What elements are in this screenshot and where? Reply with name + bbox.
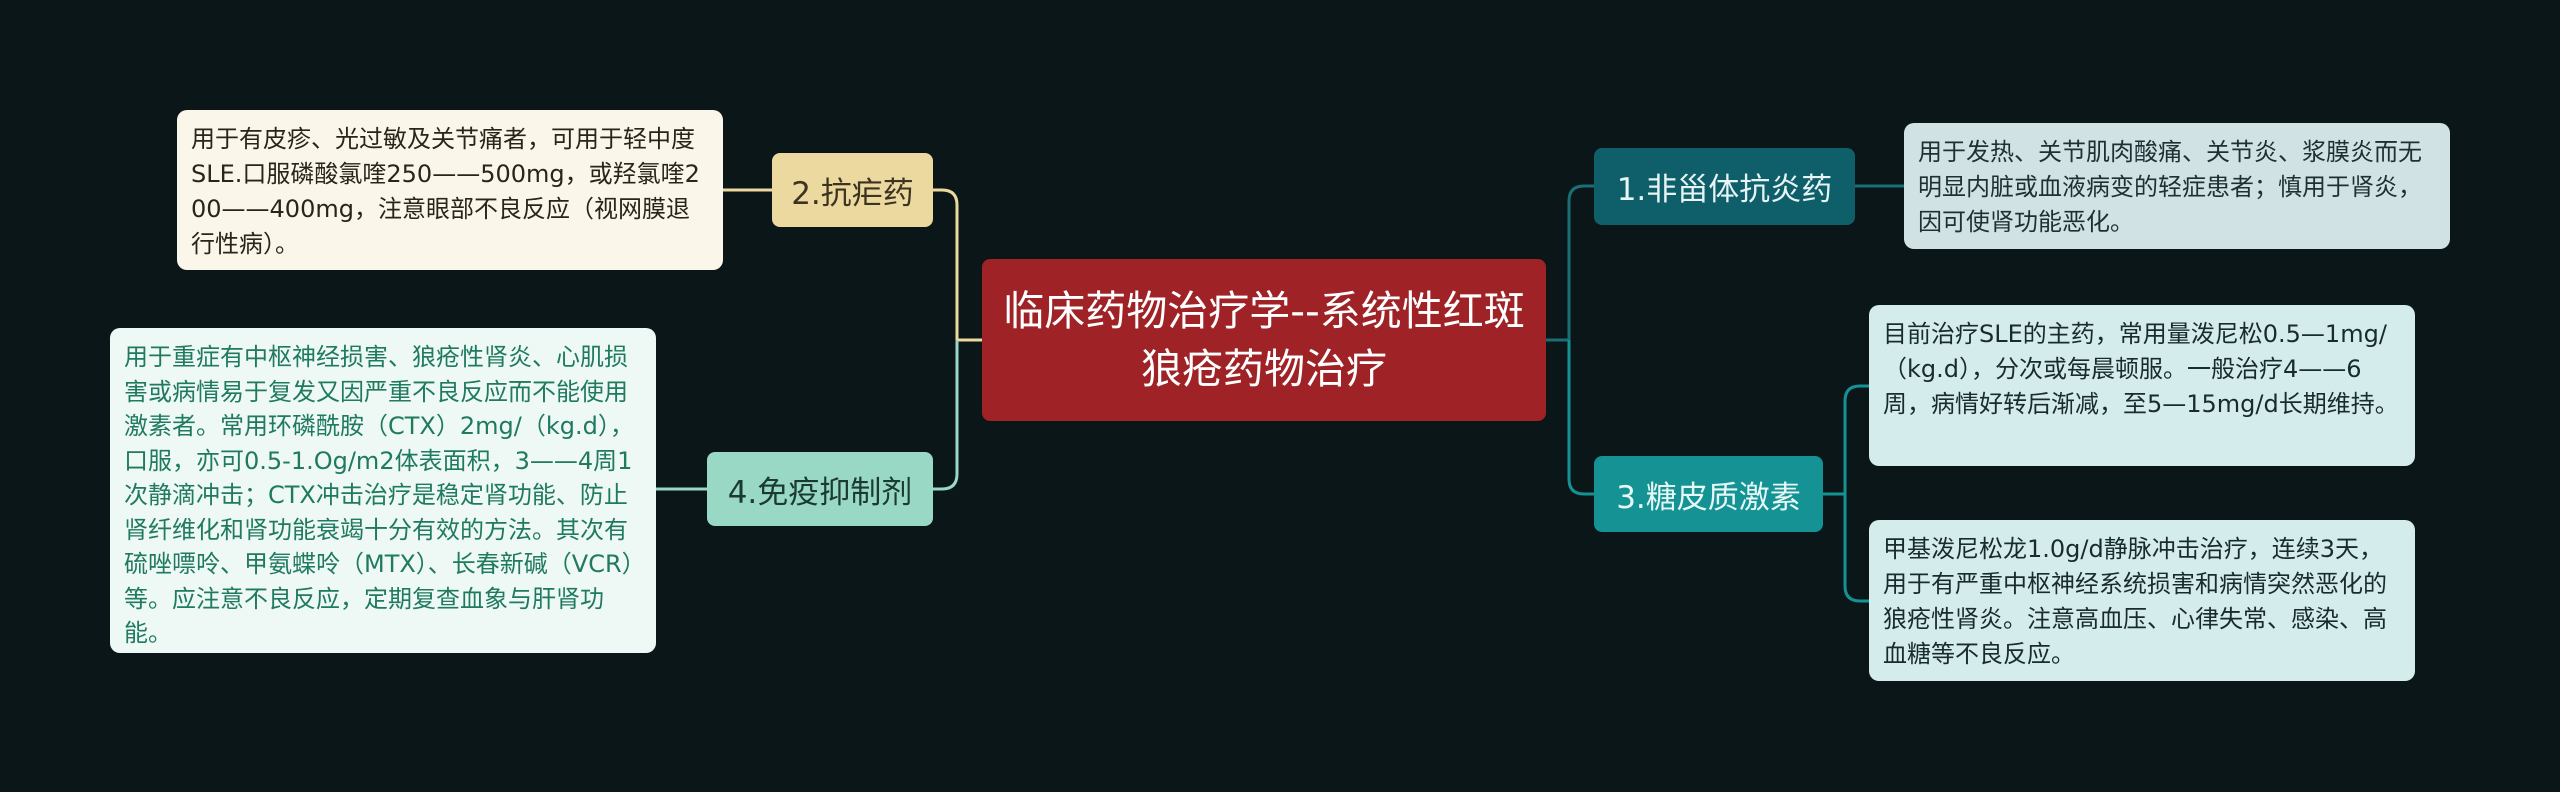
branch-node-antimalarial[interactable]: 2.抗疟药 [772, 153, 933, 227]
branch-label-immunosuppressant: 4.免疫抑制剂 [727, 474, 913, 511]
link-tangpi-to-leaf1 [1843, 384, 1869, 494]
link-tangpi-to-leaf2 [1843, 494, 1869, 603]
leaf-text-immunosuppressant: 用于重症有中枢神经损害、狼疮性肾炎、心肌损害或病情易于复发又因严重不良反应而不能… [124, 343, 634, 647]
leaf-text-glucocorticoid-pulse: 甲基泼尼松龙1.0g/d静脉冲击治疗，连续3天，用于有严重中枢神经系统损害和病情… [1883, 535, 2387, 668]
leaf-node-antimalarial[interactable]: 用于有皮疹、光过敏及关节痛者，可用于轻中度SLE.口服磷酸氯喹250——500m… [177, 110, 723, 270]
branch-node-nsaid[interactable]: 1.非甾体抗炎药 [1594, 148, 1855, 225]
leaf-text-glucocorticoid-dosage: 目前治疗SLE的主药，常用量泼尼松0.5—1mg/（kg.d），分次或每晨顿服。… [1883, 320, 2399, 418]
leaf-node-nsaid[interactable]: 用于发热、关节肌肉酸痛、关节炎、浆膜炎而无明显内脏或血液病变的轻症患者；慎用于肾… [1904, 123, 2450, 249]
link-right-trunk-to-feigu [1567, 184, 1594, 340]
leaf-node-glucocorticoid-dosage[interactable]: 目前治疗SLE的主药，常用量泼尼松0.5—1mg/（kg.d），分次或每晨顿服。… [1869, 305, 2415, 466]
leaf-text-antimalarial: 用于有皮疹、光过敏及关节痛者，可用于轻中度SLE.口服磷酸氯喹250——500m… [191, 125, 700, 258]
branch-node-glucocorticoid[interactable]: 3.糖皮质激素 [1594, 456, 1823, 532]
branch-label-glucocorticoid: 3.糖皮质激素 [1616, 479, 1801, 516]
branch-label-antimalarial: 2.抗疟药 [791, 175, 914, 212]
branch-node-immunosuppressant[interactable]: 4.免疫抑制剂 [707, 452, 933, 526]
link-left-trunk-to-kangnue [933, 188, 959, 340]
center-topic-label: 临床药物治疗学--系统性红斑狼疮药物治疗 [1003, 287, 1525, 393]
center-topic-node[interactable]: 临床药物治疗学--系统性红斑狼疮药物治疗 [982, 259, 1546, 421]
leaf-text-nsaid: 用于发热、关节肌肉酸痛、关节炎、浆膜炎而无明显内脏或血液病变的轻症患者；慎用于肾… [1918, 138, 2422, 236]
link-right-trunk-to-tangpi [1567, 340, 1594, 496]
leaf-node-glucocorticoid-pulse[interactable]: 甲基泼尼松龙1.0g/d静脉冲击治疗，连续3天，用于有严重中枢神经系统损害和病情… [1869, 520, 2415, 681]
branch-label-nsaid: 1.非甾体抗炎药 [1616, 172, 1833, 208]
leaf-node-immunosuppressant[interactable]: 用于重症有中枢神经损害、狼疮性肾炎、心肌损害或病情易于复发又因严重不良反应而不能… [110, 328, 656, 653]
link-left-trunk-to-mianyi [933, 340, 959, 491]
